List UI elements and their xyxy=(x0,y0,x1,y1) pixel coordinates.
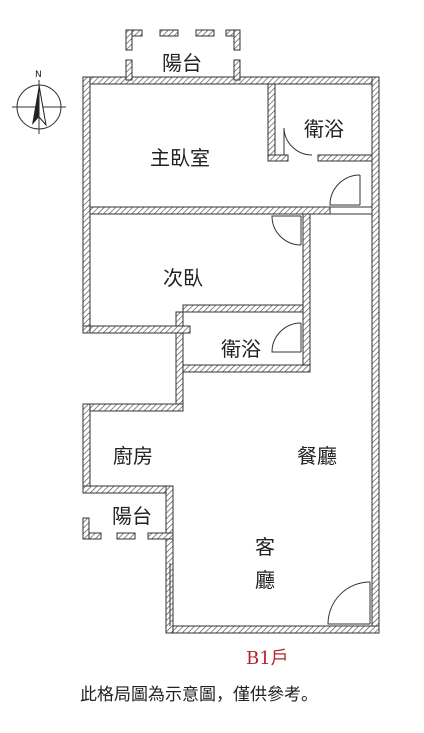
unit-label: B1戶 xyxy=(246,648,289,669)
room-second-bedroom: 次臥 xyxy=(163,266,203,290)
compass-north-label: N xyxy=(35,70,42,80)
disclaimer-caption: 此格局圖為示意圖，僅供參考。 xyxy=(80,685,318,705)
interior-walls xyxy=(89,83,373,373)
room-balcony-bottom: 陽台 xyxy=(112,504,152,528)
window-lines xyxy=(169,206,372,626)
room-bath-top: 衛浴 xyxy=(304,117,344,141)
room-balcony-top: 陽台 xyxy=(162,51,202,75)
compass-icon xyxy=(12,80,66,134)
balcony-top-walls xyxy=(125,29,241,81)
room-bath-middle: 衛浴 xyxy=(221,337,261,361)
room-living-line2: 廳 xyxy=(255,568,275,592)
room-living-line1: 客 xyxy=(255,535,275,559)
outer-walls xyxy=(82,76,380,634)
room-dining: 餐廳 xyxy=(297,444,337,468)
room-kitchen: 廚房 xyxy=(113,444,153,468)
room-master-bedroom: 主臥室 xyxy=(150,146,210,170)
doors xyxy=(271,127,371,625)
